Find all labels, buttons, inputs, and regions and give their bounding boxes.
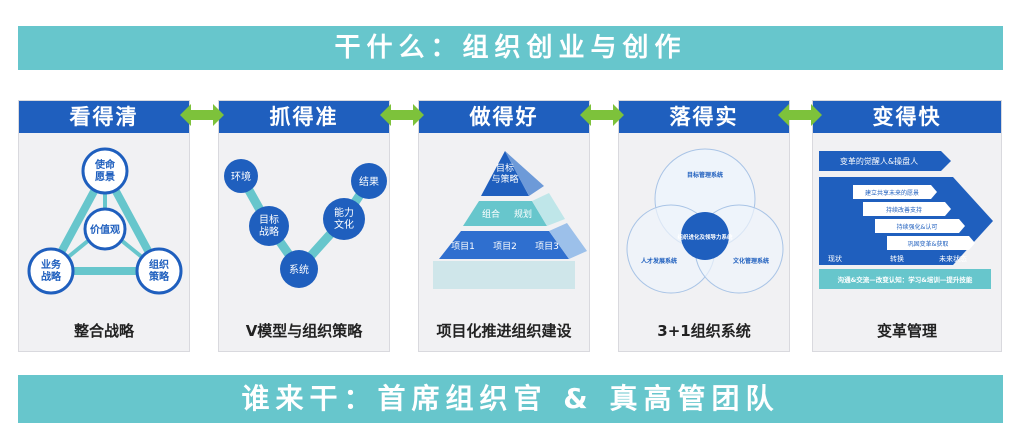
change-diagram: 变革的觉醒人&操盘人 建立共享未来的愿景 持续改善支持 持续强化&认可 巩固变革… bbox=[819, 151, 993, 289]
triangle-diagram: 使命愿景 价值观 业务战略 组织策略 bbox=[27, 147, 183, 295]
double-arrow-icon bbox=[180, 104, 224, 126]
circle-goal-system: 目标管理系统 bbox=[687, 171, 723, 179]
panel-v-model: 抓得准 环境 目标战略 系统 能力文化 结果 V模型与组织策略 bbox=[218, 100, 390, 352]
tier-portfolio: 组合 bbox=[482, 208, 500, 220]
node-org-strategy: 组织策略 bbox=[149, 258, 170, 283]
panel-project-pyramid: 做得好 目标与策略 组合 规划 项目1 项目2 项目3 项目化推进组织建设 bbox=[418, 100, 590, 352]
node-capability-culture: 能力文化 bbox=[334, 206, 354, 231]
change-leader-label: 变革的觉醒人&操盘人 bbox=[840, 156, 918, 166]
double-arrow-icon bbox=[580, 104, 624, 126]
node-environment: 环境 bbox=[231, 170, 251, 183]
panel-caption: 变革管理 bbox=[876, 322, 937, 340]
change-row-1: 建立共享未来的愿景 bbox=[865, 189, 919, 197]
node-mission-vision: 使命愿景 bbox=[94, 158, 116, 183]
panel-caption: 整合战略 bbox=[73, 322, 134, 340]
stage-transition: 转换 bbox=[890, 254, 904, 263]
panel-caption: 3+1组织系统 bbox=[657, 322, 751, 340]
stage-future: 未来状态 bbox=[939, 254, 967, 263]
node-system: 系统 bbox=[289, 263, 309, 276]
change-row-4: 巩固变革&获取 bbox=[908, 240, 949, 248]
panel-change-management: 变得快 变革的觉醒人&操盘人 建立共享未来的愿景 持续改善支持 持续强化&认可 … bbox=[812, 100, 1002, 352]
tier-planning: 规划 bbox=[514, 208, 532, 220]
venn-diagram: 目标管理系统 人才发展系统 文化管理系统 组织进化及领导力系统 bbox=[626, 148, 784, 294]
tier-project-2: 项目2 bbox=[493, 241, 517, 252]
circle-talent-system: 人才发展系统 bbox=[641, 257, 677, 265]
panel-title: 看得清 bbox=[19, 101, 189, 133]
node-result: 结果 bbox=[359, 175, 379, 188]
node-goal-strategy: 目标战略 bbox=[259, 214, 279, 238]
v-model-diagram: 环境 目标战略 系统 能力文化 结果 bbox=[224, 159, 387, 288]
tier-goal-strategy: 目标与策略 bbox=[491, 162, 518, 185]
panel-title: 抓得准 bbox=[219, 101, 389, 133]
pyramid-diagram: 目标与策略 组合 规划 项目1 项目2 项目3 bbox=[433, 151, 587, 289]
stage-current: 现状 bbox=[828, 254, 842, 263]
panel-title: 做得好 bbox=[419, 101, 589, 133]
circle-culture-system: 文化管理系统 bbox=[732, 257, 769, 265]
circle-leadership-system: 组织进化及领导力系统 bbox=[677, 233, 733, 241]
tier-project-3: 项目3 bbox=[535, 241, 559, 252]
double-arrow-icon bbox=[380, 104, 424, 126]
panel-integrated-strategy: 看得清 使命愿景 价值观 业务战略 组织策略 整合战略 bbox=[18, 100, 190, 352]
change-row-2: 持续改善支持 bbox=[886, 206, 922, 214]
node-values: 价值观 bbox=[90, 223, 120, 236]
tier-project-1: 项目1 bbox=[451, 241, 475, 252]
double-arrow-icon bbox=[778, 104, 822, 126]
panel-title: 变得快 bbox=[813, 101, 1001, 133]
top-banner: 干什么：组织创业与创作 bbox=[18, 26, 1003, 70]
change-row-3: 持续强化&认可 bbox=[897, 223, 938, 231]
panel-org-system: 落得实 目标管理系统 人才发展系统 文化管理系统 组织进化及领导力系统 3+1组… bbox=[618, 100, 790, 352]
panel-title: 落得实 bbox=[619, 101, 789, 133]
bottom-banner: 谁来干：首席组织官 & 真高管团队 bbox=[18, 375, 1003, 423]
panel-caption: 项目化推进组织建设 bbox=[436, 322, 572, 340]
panel-caption: V模型与组织策略 bbox=[245, 322, 363, 340]
node-business-strategy: 业务战略 bbox=[41, 258, 62, 283]
change-communication-label: 沟通&交流—改变认知：学习&培训—提升技能 bbox=[838, 275, 973, 284]
